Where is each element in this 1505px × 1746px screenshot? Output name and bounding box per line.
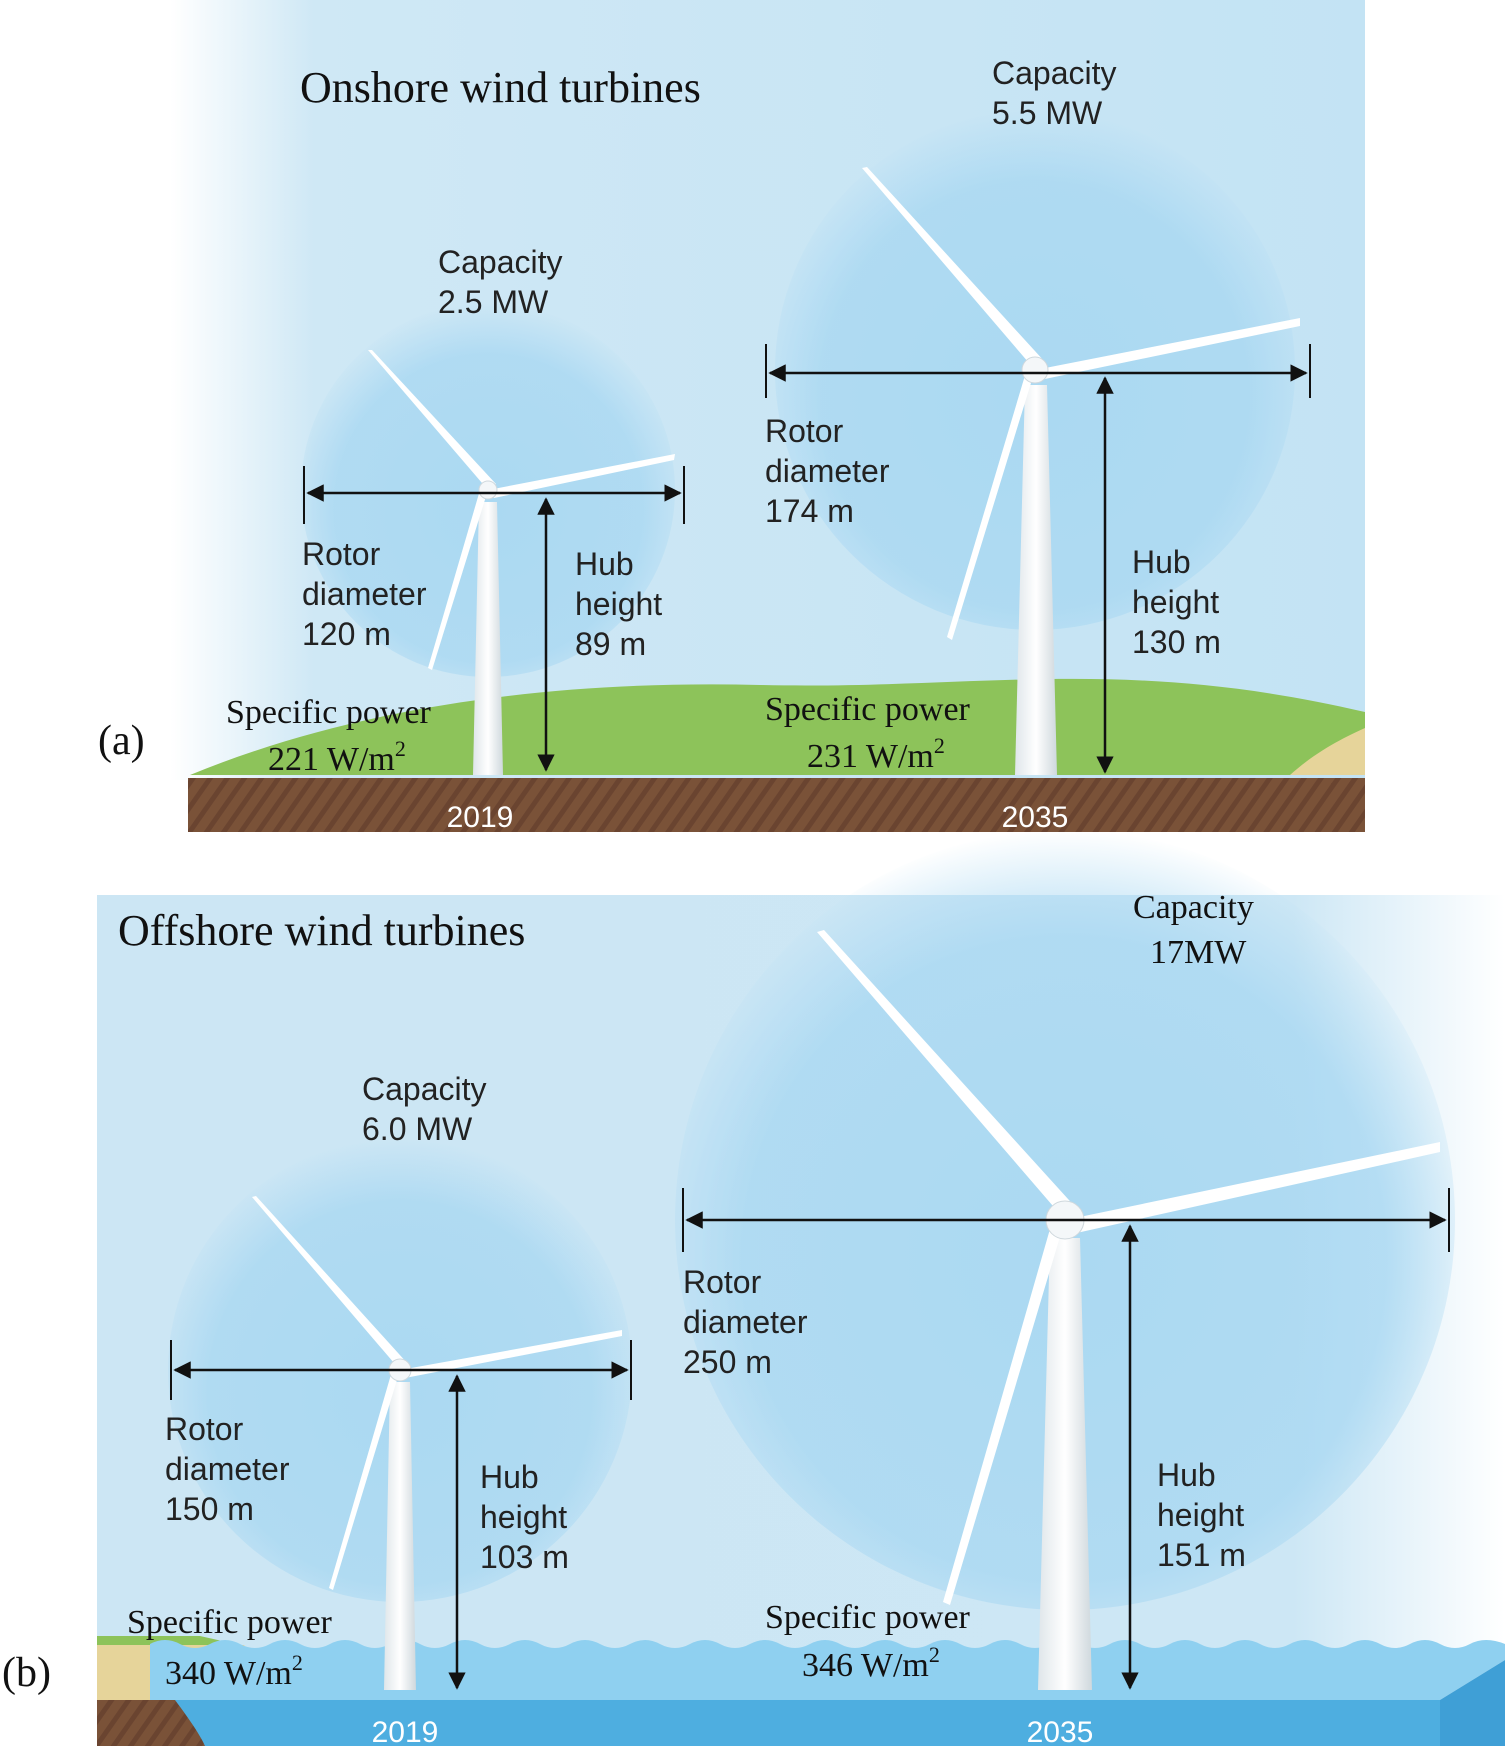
tower bbox=[384, 1382, 416, 1690]
capacity-value: 5.5 MW bbox=[992, 95, 1103, 131]
hub-height-value: 89 m bbox=[575, 626, 646, 662]
year-label: 2035 bbox=[1027, 1716, 1094, 1746]
hub-height-value: 151 m bbox=[1157, 1537, 1246, 1573]
specific-power-label: Specific power bbox=[127, 1604, 333, 1641]
hub-height-label: Hub bbox=[480, 1459, 539, 1495]
year-label: 2019 bbox=[372, 1716, 439, 1746]
blade bbox=[862, 167, 1045, 370]
tower bbox=[1015, 385, 1057, 775]
panel-a-title: Onshore wind turbines bbox=[300, 63, 701, 112]
hub-height-label: height bbox=[1157, 1497, 1244, 1533]
blade bbox=[252, 1196, 408, 1370]
specific-power-label: Specific power bbox=[765, 691, 971, 728]
rotor-diameter-arrow-2035-onshore bbox=[765, 344, 1311, 398]
hub bbox=[478, 480, 498, 500]
panel-b-offshore: 2019 2035 bbox=[2, 830, 1505, 1746]
rotor-diameter-arrow-2035-offshore bbox=[682, 1188, 1450, 1252]
blade bbox=[817, 930, 1078, 1220]
blade bbox=[368, 350, 496, 490]
capacity-label: Capacity bbox=[438, 244, 563, 280]
blade bbox=[329, 1370, 400, 1590]
rotor-diameter-value: 174 m bbox=[765, 493, 854, 529]
hub-height-label: height bbox=[1132, 584, 1219, 620]
specific-power-value: 231 W/m2 bbox=[807, 733, 945, 775]
specific-power-label: Specific power bbox=[765, 1599, 971, 1636]
specific-power-value: 346 W/m2 bbox=[802, 1642, 940, 1684]
soil-strip-a bbox=[188, 778, 1365, 832]
capacity-value: 17MW bbox=[1150, 934, 1247, 971]
sand-patch bbox=[1290, 728, 1365, 775]
hub-height-label: height bbox=[480, 1499, 567, 1535]
sea-block-side bbox=[1440, 1660, 1505, 1746]
hub-height-label: Hub bbox=[1132, 544, 1191, 580]
tower bbox=[1038, 1238, 1092, 1690]
hub-height-value: 103 m bbox=[480, 1539, 569, 1575]
rotor-diameter-label: diameter bbox=[302, 576, 427, 612]
blade bbox=[947, 370, 1035, 640]
year-label: 2035 bbox=[1002, 801, 1069, 834]
sea-block-front bbox=[97, 1700, 1440, 1746]
rotor-diameter-label: Rotor bbox=[165, 1411, 244, 1447]
year-label: 2019 bbox=[447, 801, 514, 834]
wind-turbine-2035-offshore bbox=[817, 930, 1440, 1690]
panel-b-label: (b) bbox=[2, 1650, 51, 1696]
hub-height-label: Hub bbox=[575, 546, 634, 582]
blade bbox=[943, 1220, 1065, 1605]
specific-power-value: 340 W/m2 bbox=[165, 1650, 303, 1692]
hub-height-value: 130 m bbox=[1132, 624, 1221, 660]
panel-a-onshore: 2019 2035 bbox=[98, 0, 1365, 834]
capacity-label: Capacity bbox=[992, 55, 1117, 91]
specific-power-value: 221 W/m2 bbox=[268, 736, 406, 778]
rotor-diameter-label: Rotor bbox=[683, 1264, 762, 1300]
capacity-value: 6.0 MW bbox=[362, 1111, 473, 1147]
rotor-diameter-value: 120 m bbox=[302, 616, 391, 652]
rotor-diameter-label: Rotor bbox=[765, 413, 844, 449]
panel-a-label: (a) bbox=[98, 718, 145, 764]
panel-b-title: Offshore wind turbines bbox=[118, 906, 525, 955]
rotor-diameter-label: diameter bbox=[683, 1304, 808, 1340]
blade bbox=[1065, 1142, 1440, 1234]
tower bbox=[473, 502, 503, 775]
capacity-label: Capacity bbox=[362, 1071, 487, 1107]
hub-height-label: height bbox=[575, 586, 662, 622]
rotor-diameter-label: diameter bbox=[765, 453, 890, 489]
soil-strip-b bbox=[97, 1700, 205, 1746]
wind-turbine-2019-offshore bbox=[252, 1196, 622, 1690]
specific-power-label: Specific power bbox=[226, 694, 432, 731]
rotor-diameter-value: 250 m bbox=[683, 1344, 772, 1380]
hub bbox=[1021, 356, 1049, 384]
capacity-label: Capacity bbox=[1133, 889, 1254, 926]
rotor-diameter-value: 150 m bbox=[165, 1491, 254, 1527]
rotor-diameter-label: Rotor bbox=[302, 536, 381, 572]
rotor-diameter-arrow-2019-onshore bbox=[303, 466, 685, 524]
capacity-value: 2.5 MW bbox=[438, 284, 549, 320]
rotor-diameter-arrow-2019-offshore bbox=[170, 1340, 632, 1400]
blade bbox=[428, 490, 488, 670]
sea-surface bbox=[150, 1640, 1505, 1700]
rotor-diameter-label: diameter bbox=[165, 1451, 290, 1487]
hub-height-label: Hub bbox=[1157, 1457, 1216, 1493]
